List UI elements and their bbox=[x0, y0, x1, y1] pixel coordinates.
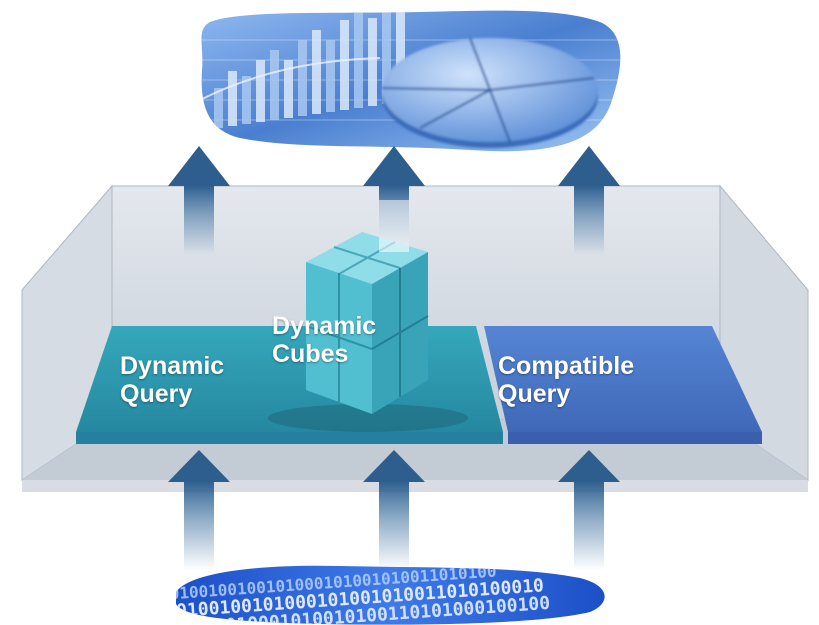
chart-bar bbox=[298, 40, 307, 116]
cube-icon bbox=[268, 232, 468, 432]
chart-bar bbox=[396, 10, 405, 102]
compatible-query-label-line1: Compatible bbox=[498, 352, 635, 380]
chart-bar bbox=[228, 71, 237, 126]
compatible-query-label: Compatible Query bbox=[498, 352, 634, 408]
dynamic-query-label-line1: Dynamic bbox=[120, 352, 225, 380]
chart-bar bbox=[214, 88, 223, 128]
chart-bar bbox=[368, 18, 377, 106]
chart-bar bbox=[256, 60, 265, 122]
dynamic-query-label: Dynamic Query bbox=[120, 352, 224, 408]
chart-bar bbox=[312, 30, 321, 114]
business-charts-icon bbox=[201, 10, 621, 152]
dynamic-cubes-label: Dynamic Cubes bbox=[272, 312, 376, 368]
chart-bar bbox=[270, 50, 279, 120]
input-arrows bbox=[168, 450, 620, 570]
up-arrow-icon bbox=[168, 450, 230, 570]
dynamic-query-label-line2: Query bbox=[120, 380, 193, 408]
up-arrow-icon bbox=[168, 146, 230, 255]
chart-bar bbox=[340, 20, 349, 110]
chart-bar bbox=[242, 76, 251, 124]
tray-front bbox=[22, 480, 808, 492]
compatible-query-panel bbox=[484, 326, 762, 444]
pie-chart-graphic bbox=[381, 37, 598, 148]
binary-data-icon: 0100100100101000101001010011010100 01001… bbox=[176, 565, 605, 625]
dynamic-cubes-label-line1: Dynamic bbox=[272, 312, 377, 340]
chart-bar bbox=[284, 60, 293, 118]
chart-bar bbox=[382, 10, 391, 104]
compatible-query-label-line2: Query bbox=[498, 380, 571, 408]
up-arrow-icon bbox=[363, 450, 425, 570]
chart-bar bbox=[326, 40, 335, 112]
up-arrow-icon bbox=[558, 450, 620, 570]
up-arrow-icon bbox=[558, 146, 620, 255]
dynamic-cubes-label-line2: Cubes bbox=[272, 340, 349, 368]
